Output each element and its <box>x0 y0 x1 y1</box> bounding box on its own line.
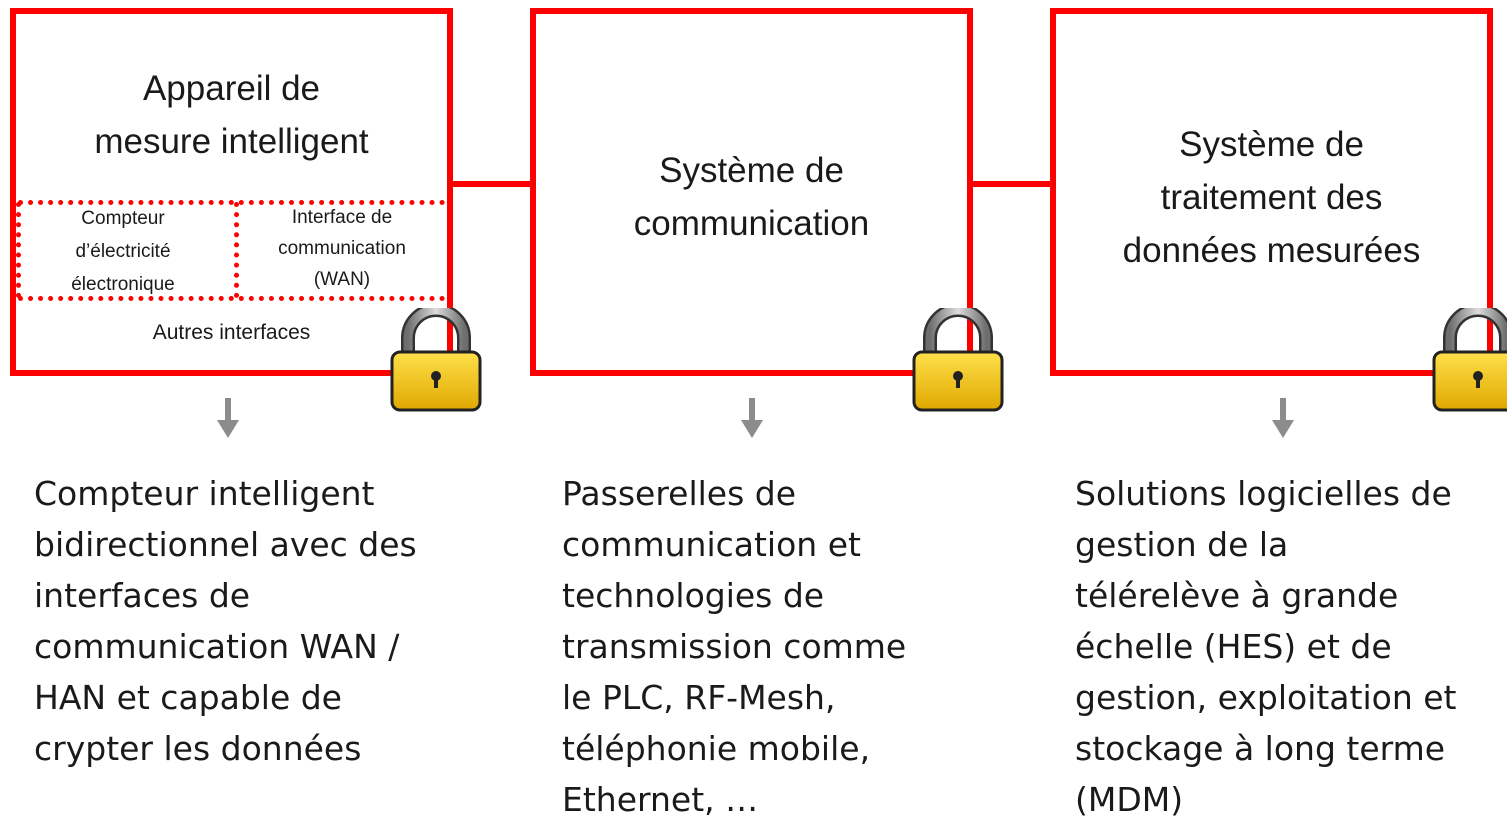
box-smart-meter-title: Appareil de mesure intelligent <box>94 69 369 161</box>
dotted-line-middle <box>234 202 239 298</box>
description-communication: Passerelles de communication et technolo… <box>562 474 907 819</box>
dotted-line-top <box>18 200 445 205</box>
meter-cell-wan-interface: Interface de communication (WAN) <box>278 207 406 290</box>
padlock-icon <box>1432 308 1507 412</box>
down-arrow-icon <box>217 398 239 438</box>
description-processing: Solutions logicielles de gestion de la t… <box>1075 474 1457 819</box>
meter-other-interfaces: Autres interfaces <box>152 321 311 344</box>
box-communication-title: Système de communication <box>633 151 870 243</box>
connector-meter-communication <box>450 181 536 187</box>
box-smart-meter: Appareil de mesure intelligent Compteur … <box>10 8 453 376</box>
dotted-line-left <box>16 202 21 298</box>
box-processing-system: Système de traitement des données mesuré… <box>1050 8 1493 376</box>
down-arrow-icon <box>1272 398 1294 438</box>
padlock-icon <box>390 308 482 412</box>
box-communication-system: Système de communication <box>530 8 973 376</box>
box-processing-title: Système de traitement des données mesuré… <box>1122 125 1421 270</box>
padlock-icon <box>912 308 1004 412</box>
down-arrow-icon <box>741 398 763 438</box>
meter-cell-electricity: Compteur d’électricité électronique <box>71 208 175 295</box>
dotted-line-bottom <box>18 296 445 301</box>
connector-communication-processing <box>970 181 1056 187</box>
description-smart-meter: Compteur intelligent bidirectionnel avec… <box>34 474 417 768</box>
